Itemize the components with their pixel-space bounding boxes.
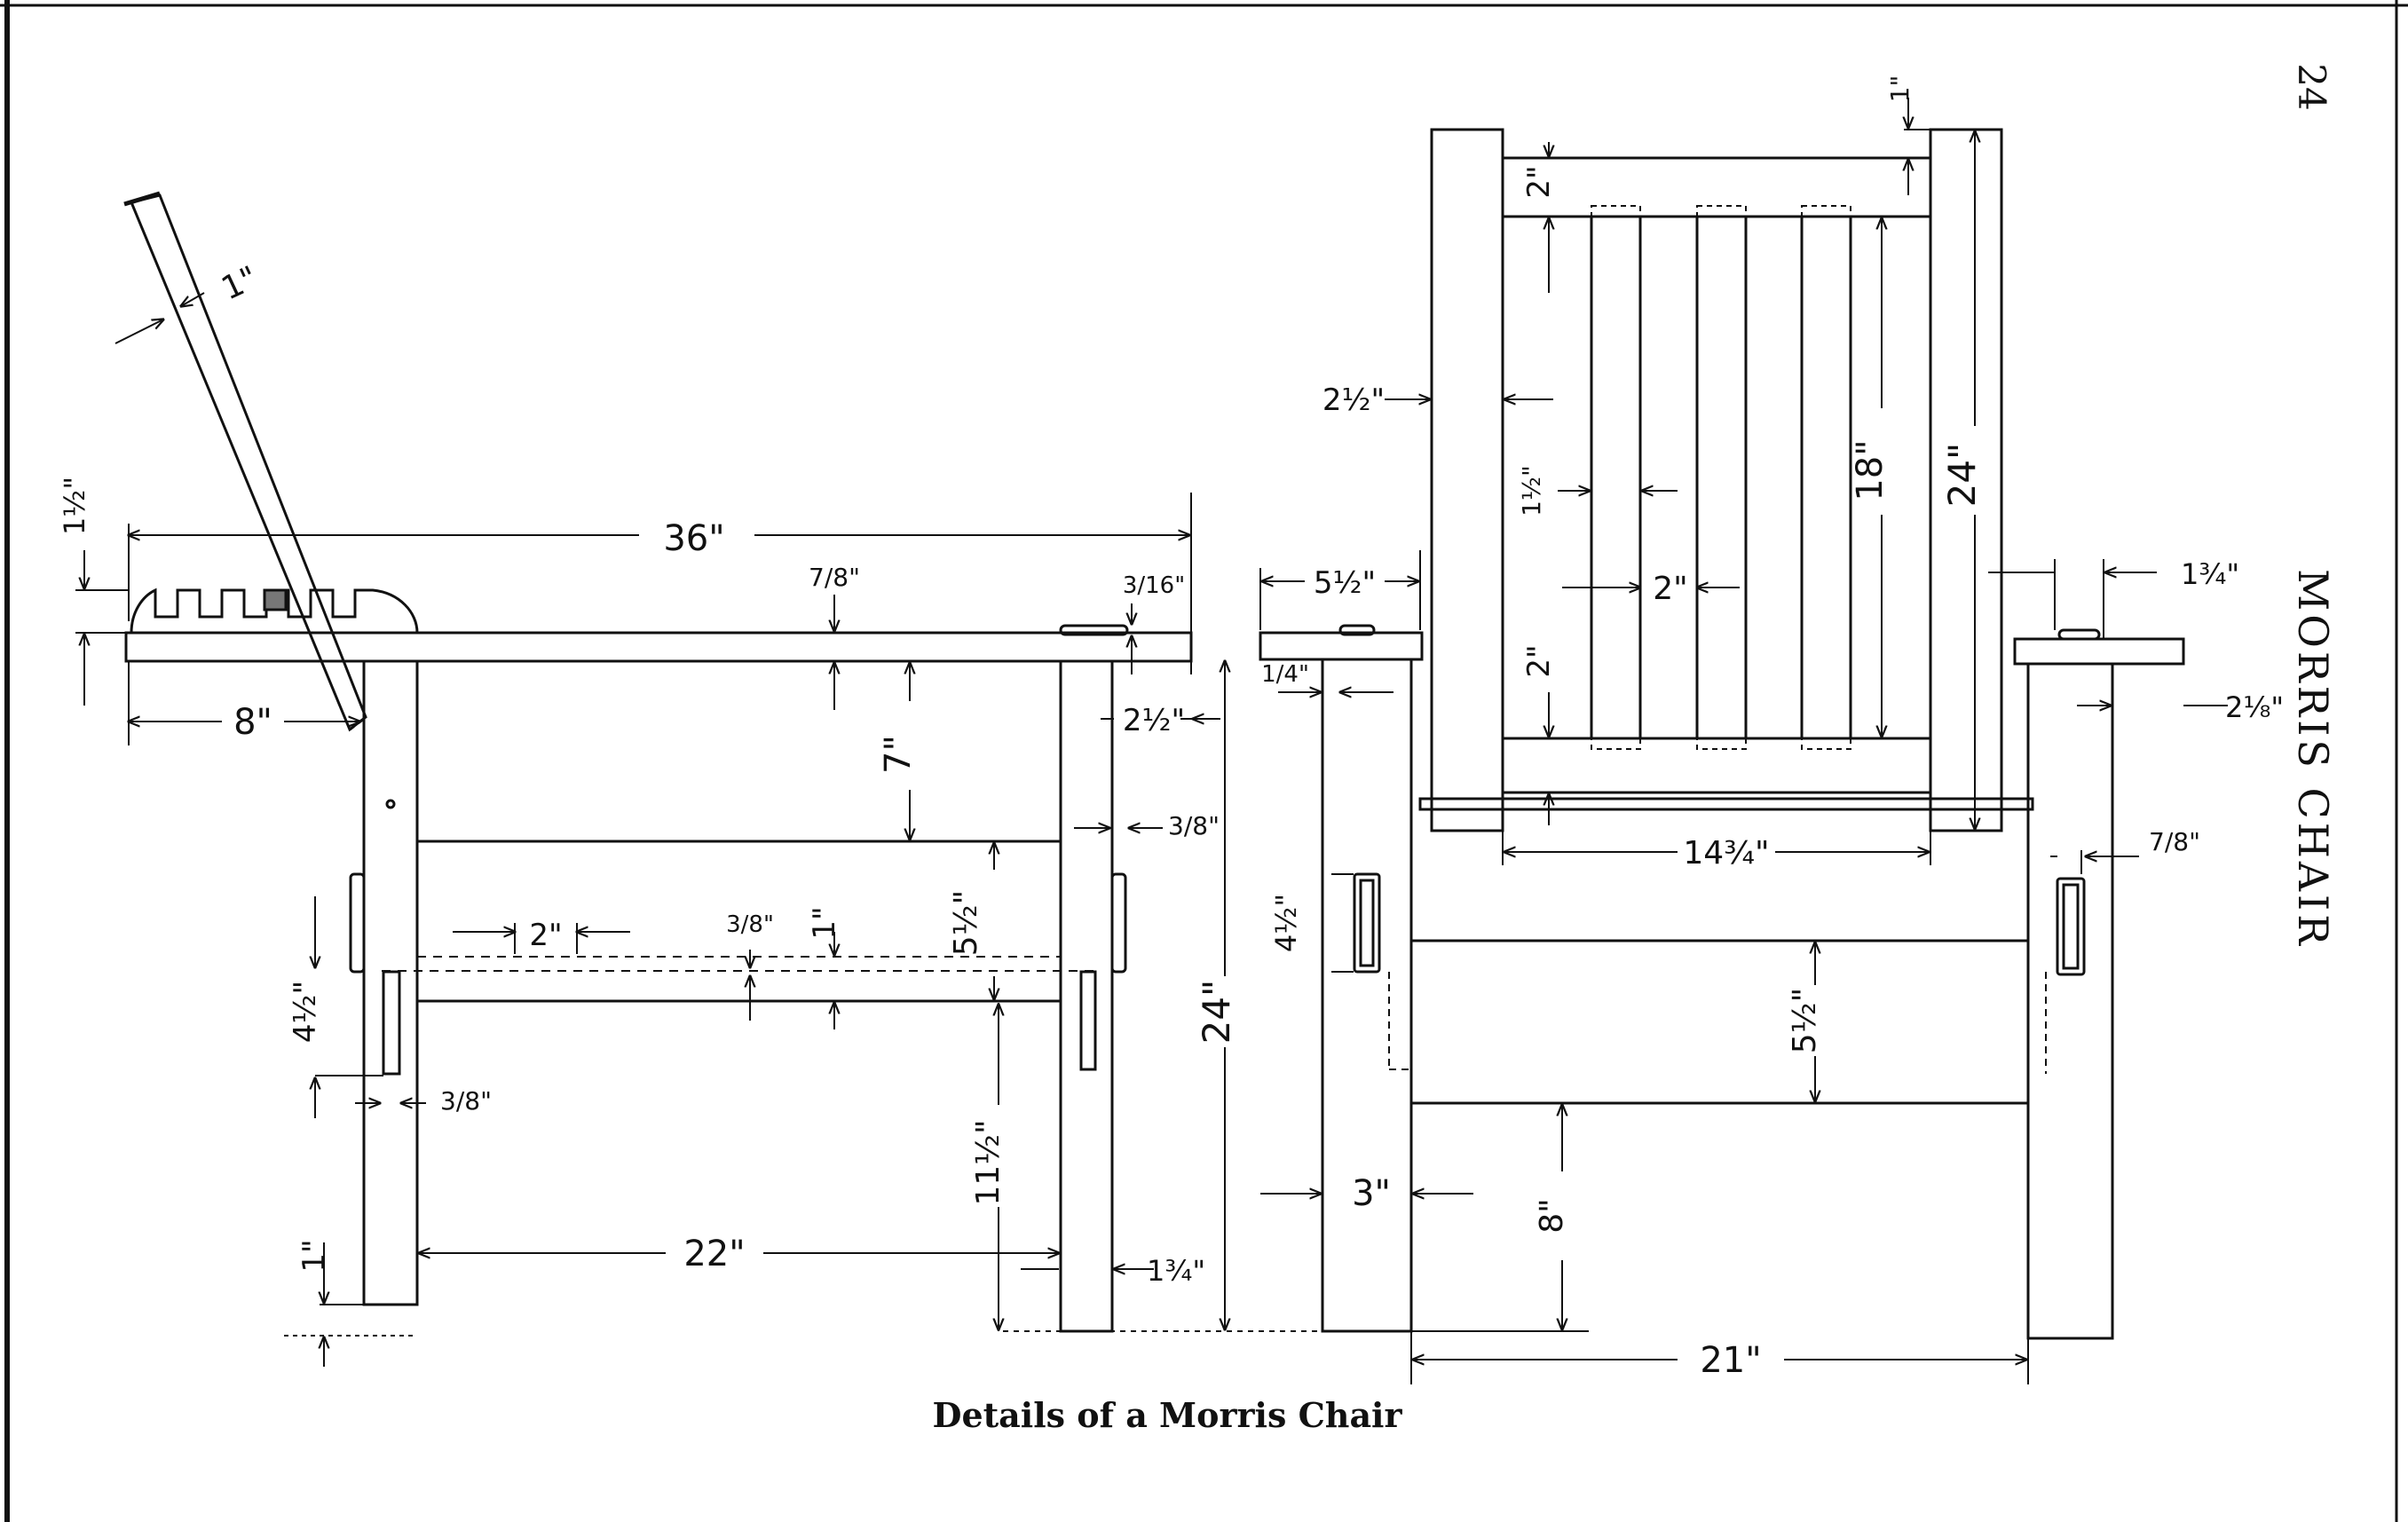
dim-back-slat-thick: 1" xyxy=(217,260,264,308)
dim-back-width: 2½" xyxy=(1322,382,1385,418)
dim-notch-height: 1½" xyxy=(58,477,91,535)
dim-mortise-front: 4½" xyxy=(1269,894,1303,952)
dim-back-bottom: 2" xyxy=(1521,644,1557,677)
front-leg xyxy=(362,659,419,1306)
dim-back-slat-length: 18" xyxy=(1850,439,1891,501)
dim-back-slat-gap: 2" xyxy=(1653,571,1687,607)
dim-side-rail-height: 5½" xyxy=(948,890,984,956)
page-number: 24 xyxy=(2290,63,2333,110)
right-front-post xyxy=(2026,662,2114,1340)
dim-back-top: 2" xyxy=(1521,165,1557,198)
dim-leg-to-floor: 11½" xyxy=(970,1119,1007,1205)
dim-rail-offset: 3/8" xyxy=(1168,811,1220,840)
dim-back-top-offset: 1" xyxy=(1885,75,1915,103)
dim-arm-thick: 7/8" xyxy=(809,563,860,592)
dim-mortise-side: 4½" xyxy=(288,981,323,1043)
dim-front-post: 3" xyxy=(1352,1173,1391,1214)
dim-post-width-side: 2½" xyxy=(1123,703,1185,738)
arm xyxy=(124,631,1193,663)
dim-arm-edge-right: 2⅛" xyxy=(2225,690,2284,724)
dim-front-width: 21" xyxy=(1700,1340,1761,1381)
dim-arm-length: 36" xyxy=(663,518,724,559)
dim-front-rail-floor: 8" xyxy=(1534,1198,1570,1233)
dim-front-rail-height: 5½" xyxy=(1787,988,1823,1053)
dim-back-inner-width: 14¾" xyxy=(1683,835,1769,871)
dim-post-top-right: 1¾" xyxy=(2181,557,2239,591)
dim-slat-depth: 3/8" xyxy=(726,911,774,938)
back-post-right xyxy=(1929,128,2003,832)
dimension-labels: 36" 1½" 8" 1" 7/8" 3/16" 7" 2½" 3/8" 5½"… xyxy=(58,75,2284,1381)
back-post-left xyxy=(1430,128,1504,832)
dim-arm-overhang: 5½" xyxy=(1314,565,1376,601)
dim-notch-start: 8" xyxy=(233,702,272,743)
dimension-lines xyxy=(75,98,2228,1384)
running-title: MORRIS CHAIR xyxy=(2289,569,2337,949)
dim-slat-spacing: 2" xyxy=(529,918,562,953)
dim-back-slat-width: 1½" xyxy=(1517,465,1546,517)
dim-total-height: 24" xyxy=(1195,980,1238,1045)
dim-post-front: 1¾" xyxy=(1147,1254,1205,1288)
dim-tenon: 1/4" xyxy=(1261,661,1309,688)
dim-foot: 1" xyxy=(296,1239,332,1272)
dim-post-side-right: 7/8" xyxy=(2149,827,2200,856)
dim-arm-block: 3/16" xyxy=(1123,572,1185,599)
dim-upper-gap: 7" xyxy=(878,735,919,774)
rear-leg xyxy=(1059,659,1114,1333)
front-post xyxy=(1321,658,1413,1333)
side-view xyxy=(123,191,1193,1333)
dim-back-height: 24" xyxy=(1940,443,1984,508)
front-post-view xyxy=(1259,624,1424,1333)
dim-post-offset-bottom: 3/8" xyxy=(440,1086,492,1116)
dim-leg-gap: 22" xyxy=(683,1234,745,1274)
side-rail xyxy=(415,840,1062,1003)
front-view xyxy=(1388,128,2185,1340)
dim-slat-height: 1" xyxy=(807,906,842,939)
figure-caption: Details of a Morris Chair xyxy=(932,1395,1402,1435)
